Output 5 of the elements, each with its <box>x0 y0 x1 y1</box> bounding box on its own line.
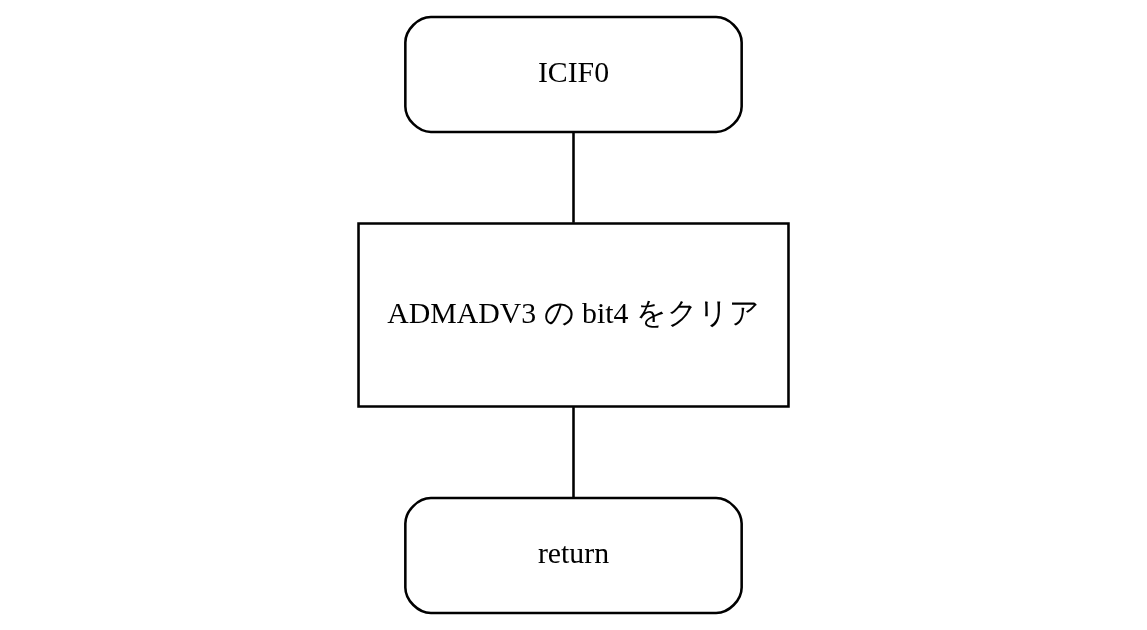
connector <box>572 132 575 223</box>
node-box: ICIF0 <box>404 15 743 134</box>
node-box: ADMADV3 の bit4 をクリア <box>357 222 790 408</box>
node-box: return <box>404 496 743 615</box>
connector <box>572 407 575 498</box>
